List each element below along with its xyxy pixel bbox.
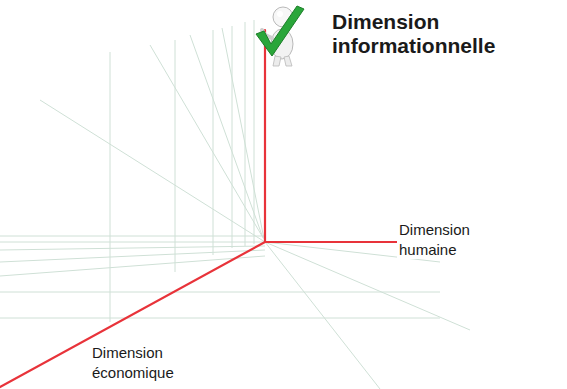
axis-label-box: Dimension informationnelle xyxy=(330,10,545,58)
axis-label: Dimension humaine xyxy=(397,220,489,259)
vertical-axis xyxy=(264,30,266,242)
check-mark xyxy=(256,6,304,56)
axis-lines xyxy=(0,30,437,387)
axis-label-box: Dimension économique xyxy=(90,343,200,382)
axis-label: Dimension économique xyxy=(90,343,200,382)
diagonal-axis xyxy=(0,242,265,387)
axis-label-box: Dimension humaine xyxy=(397,220,489,259)
perspective-grid xyxy=(0,20,470,389)
axis-label: Dimension informationnelle xyxy=(330,10,545,58)
